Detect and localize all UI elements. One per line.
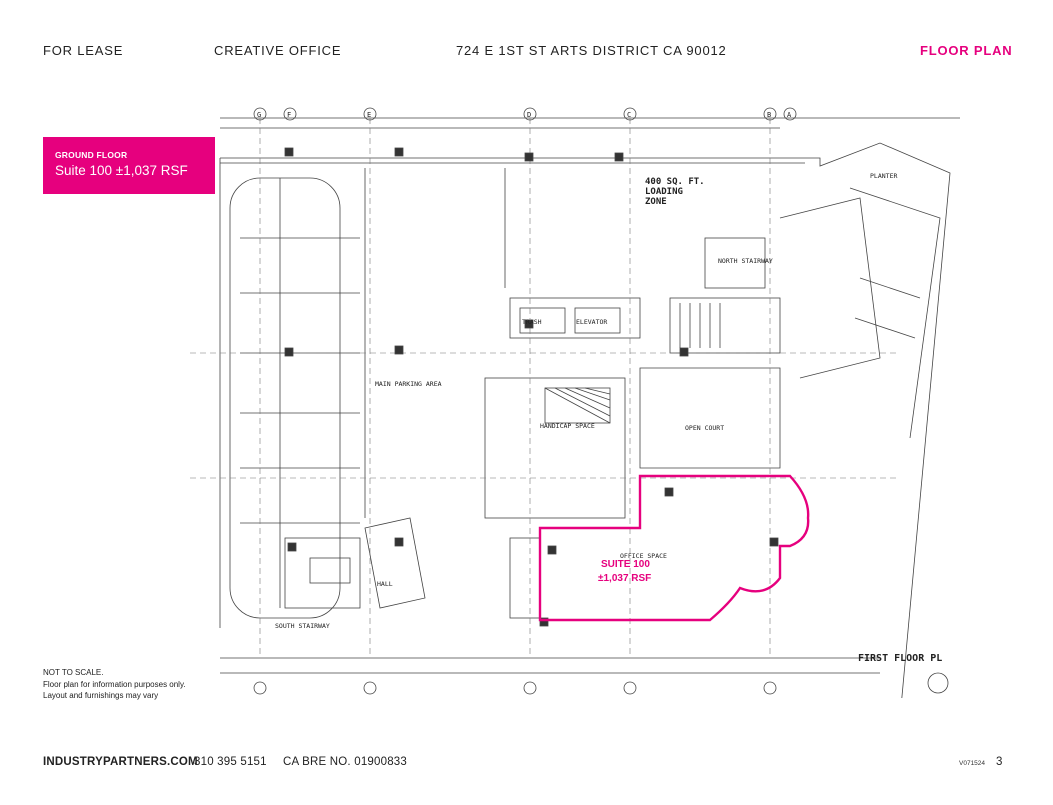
loading-zone-label-2: LOADING xyxy=(645,187,683,197)
grid-letter-e: E xyxy=(367,111,371,119)
grid-letter-b: B xyxy=(767,111,771,119)
phone-number: 310 395 5151 xyxy=(194,756,267,768)
grid-letter-g: G xyxy=(257,111,261,119)
hall-label: HALL xyxy=(377,580,393,588)
elevator-label: ELEVATOR xyxy=(576,318,607,326)
south-stairway-label: SOUTH STAIRWAY xyxy=(275,622,330,630)
trash-label: TRASH xyxy=(522,318,542,326)
grid-letter-d: D xyxy=(527,111,531,119)
for-lease-label: FOR LEASE xyxy=(43,43,124,58)
office-space-label: OFFICE SPACE xyxy=(620,552,667,560)
page-number: 3 xyxy=(996,756,1003,768)
website-link[interactable]: INDUSTRYPARTNERS.COM xyxy=(43,756,198,768)
disclaimer-line-3: Layout and furnishings may vary xyxy=(43,691,159,700)
sheet-title: FIRST FLOOR PL xyxy=(858,653,942,664)
grid-letter-c: C xyxy=(627,111,631,119)
suite-area-label: ±1,037 RSF xyxy=(598,573,651,584)
suite-name-label: SUITE 100 xyxy=(601,559,650,570)
badge-floor-label: GROUND FLOOR xyxy=(55,150,128,160)
main-parking-label: MAIN PARKING AREA xyxy=(375,380,442,388)
doc-type-label: FLOOR PLAN xyxy=(920,43,1013,58)
handicap-space-label: HANDICAP SPACE xyxy=(540,422,595,430)
address-label: 724 E 1ST ST ARTS DISTRICT CA 90012 xyxy=(456,43,727,58)
loading-zone-label-1: 400 SQ. FT. xyxy=(645,177,705,187)
suite-badge: GROUND FLOOR Suite 100 ±1,037 RSF xyxy=(43,137,215,194)
loading-zone-label-3: ZONE xyxy=(645,197,667,207)
disclaimer-line-1: NOT TO SCALE. xyxy=(43,668,104,677)
north-stairway-label: NORTH STAIRWAY xyxy=(718,257,773,265)
open-court-label: OPEN COURT xyxy=(685,424,724,432)
floor-plan-drawing: 400 SQ. FT. LOADING ZONE MAIN PARKING AR… xyxy=(190,107,960,698)
doc-code: V071524 xyxy=(959,760,986,767)
license-number: CA BRE NO. 01900833 xyxy=(283,756,407,768)
badge-suite-label: Suite 100 ±1,037 RSF xyxy=(55,163,188,178)
category-label: CREATIVE OFFICE xyxy=(214,43,342,58)
grid-letter-f: F xyxy=(287,111,291,119)
disclaimer: NOT TO SCALE. Floor plan for information… xyxy=(43,667,186,702)
grid-letter-a: A xyxy=(787,111,792,119)
disclaimer-line-2: Floor plan for information purposes only… xyxy=(43,679,186,689)
planter-label: PLANTER xyxy=(870,172,897,180)
suite-100-outline xyxy=(538,474,810,622)
